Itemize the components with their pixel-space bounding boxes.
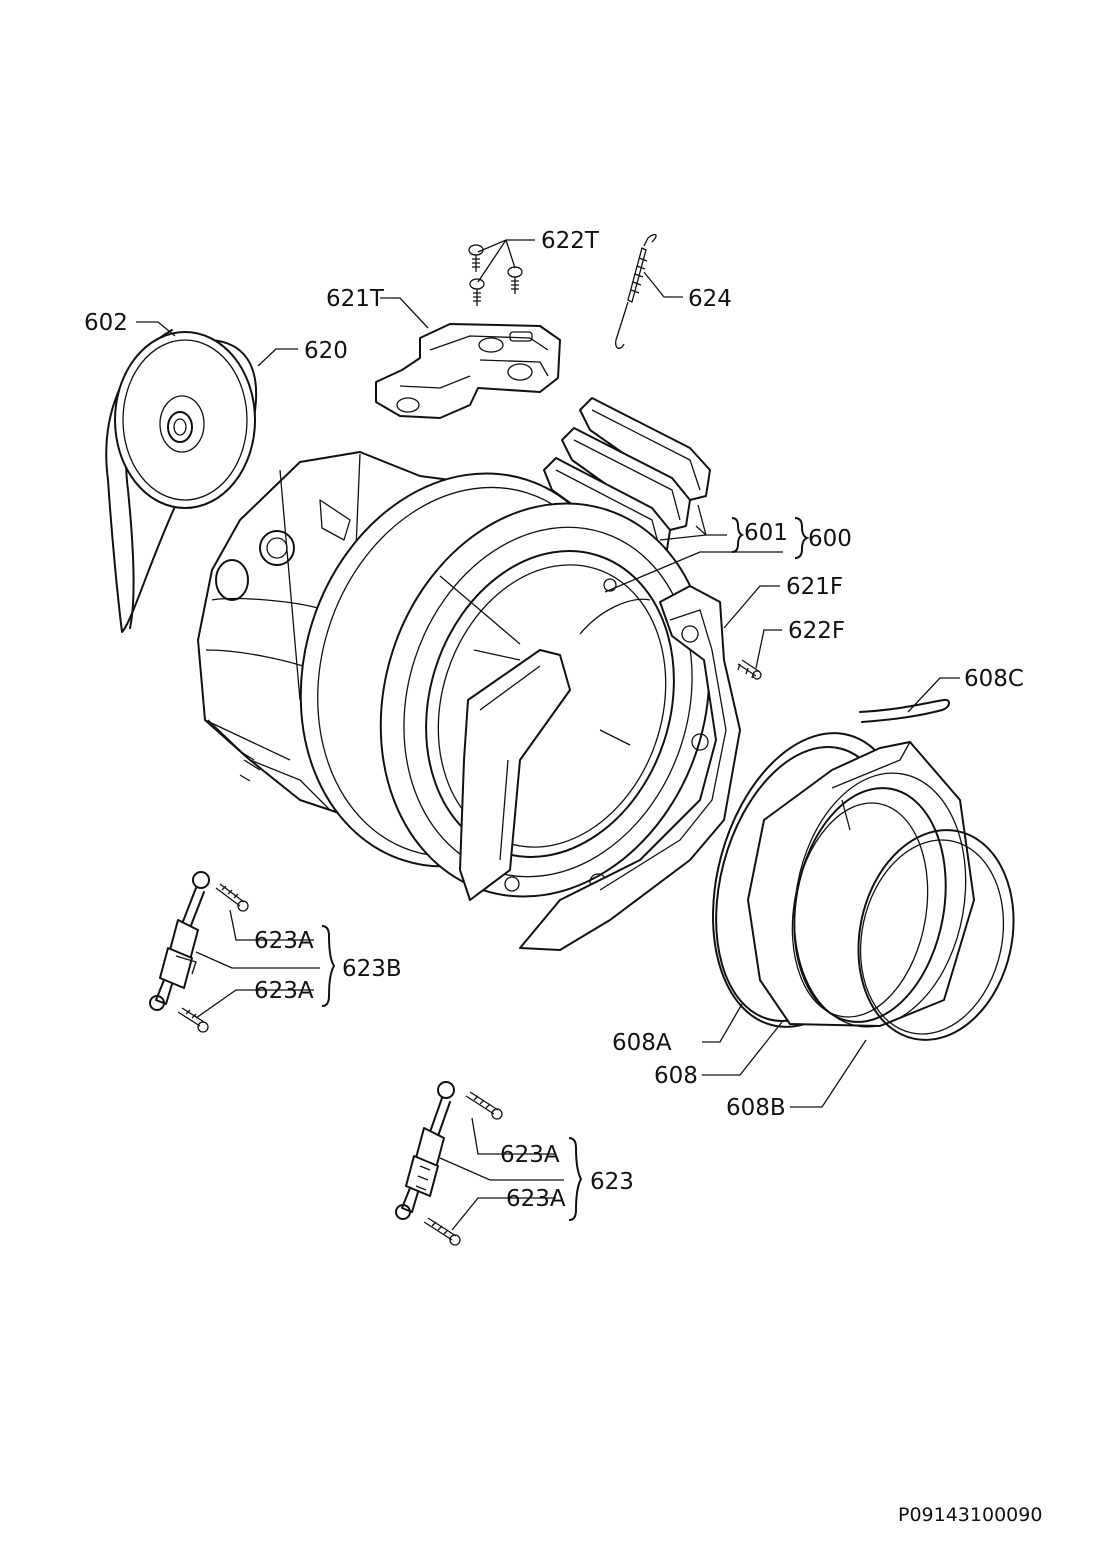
label-601: 601	[744, 520, 788, 546]
label-608a: 608A	[612, 1030, 672, 1056]
spring-icon	[614, 233, 657, 349]
label-608c: 608C	[964, 666, 1024, 692]
label-622f: 622F	[788, 618, 845, 644]
label-623b: 623B	[342, 956, 402, 982]
part-labels: 602 620 621T 622T 624 601 600 621F 622F …	[84, 228, 1024, 1212]
leader-lines	[136, 239, 960, 1231]
label-600: 600	[808, 526, 852, 552]
label-608b: 608B	[726, 1095, 786, 1121]
label-621f: 621F	[786, 574, 843, 600]
screw-icon	[737, 659, 762, 680]
label-620: 620	[304, 338, 348, 364]
screw-icon	[468, 244, 523, 306]
label-623: 623	[590, 1169, 634, 1195]
front-ring-icon	[459, 585, 741, 951]
braces	[321, 517, 810, 1221]
label-622t: 622T	[541, 228, 600, 254]
top-bracket-icon	[375, 323, 561, 419]
pulley-icon	[114, 331, 256, 509]
clamp-icon	[859, 698, 950, 723]
label-608: 608	[654, 1063, 698, 1089]
label-623a-1: 623A	[254, 928, 314, 954]
damper-icon	[395, 1081, 503, 1246]
reference-number: P09143100090	[898, 1504, 1042, 1526]
label-621t: 621T	[326, 286, 385, 312]
label-623a-3: 623A	[500, 1142, 560, 1168]
label-624: 624	[688, 286, 732, 312]
damper-icon	[149, 871, 249, 1033]
label-623a-2: 623A	[254, 978, 314, 1004]
label-602: 602	[84, 310, 128, 336]
label-623a-4: 623A	[506, 1186, 566, 1212]
door-seal-icon	[712, 732, 1015, 1041]
